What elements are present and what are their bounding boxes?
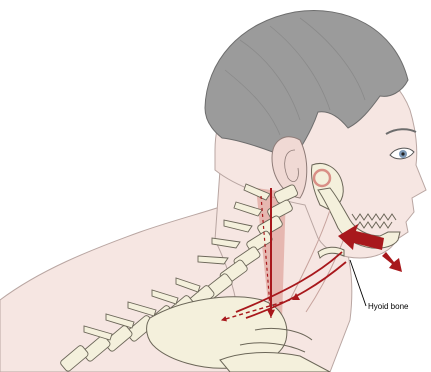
eye-pupil (401, 152, 404, 155)
hyoid-callout-line (350, 260, 366, 306)
chin-down-arrow (382, 252, 402, 272)
hyoid-bone-label: Hyoid bone (368, 302, 408, 311)
